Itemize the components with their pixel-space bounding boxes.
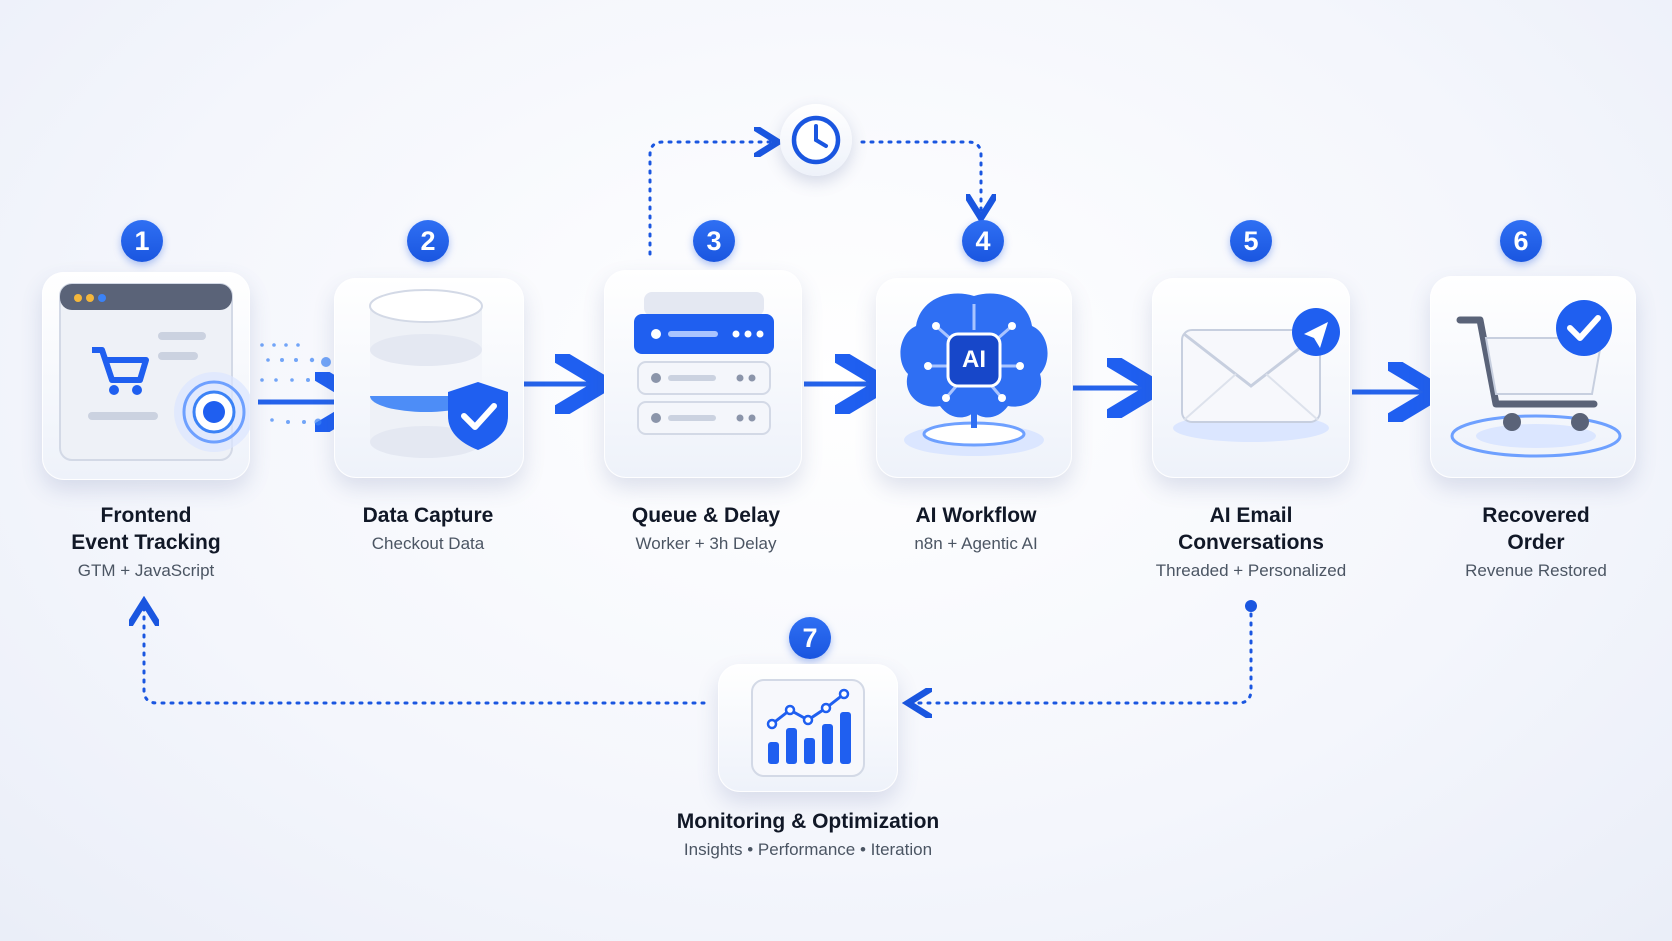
browser-cart-target-icon xyxy=(59,283,250,461)
step-5-subtitle: Threaded + Personalized xyxy=(1155,561,1347,580)
step-4-label: AI Workflow n8n + Agentic AI xyxy=(866,502,1086,555)
step-1-subtitle: GTM + JavaScript xyxy=(77,561,215,580)
step-3-badge: 3 xyxy=(693,220,735,262)
step-7-subtitle: Insights • Performance • Iteration xyxy=(683,840,933,859)
signal-dots xyxy=(260,343,331,426)
step-1-title-line2: Event Tracking xyxy=(71,531,221,554)
step-5-title-line1: AI Email xyxy=(1209,504,1293,527)
step-4-subtitle: n8n + Agentic AI xyxy=(914,534,1038,553)
clock-icon xyxy=(791,115,841,165)
server-queue-icon xyxy=(634,292,774,435)
step-7-label: Monitoring & Optimization Insights • Per… xyxy=(628,808,988,861)
ai-chip-label: AI xyxy=(962,346,986,373)
step-7-title: Monitoring & Optimization xyxy=(676,810,940,833)
step-1-card xyxy=(42,272,250,480)
step-6-title-line1: Recovered xyxy=(1482,504,1590,527)
step-2-label: Data Capture Checkout Data xyxy=(322,502,534,555)
step-5-card xyxy=(1152,278,1350,478)
step-6-label: Recovered Order Revenue Restored xyxy=(1424,502,1648,582)
step-6-subtitle: Revenue Restored xyxy=(1465,561,1607,580)
step-1-badge: 1 xyxy=(121,220,163,262)
step-6-title-line2: Order xyxy=(1507,531,1565,554)
step-6-card xyxy=(1430,276,1636,478)
step-4-title: AI Workflow xyxy=(915,504,1037,527)
feedback-origin-dot xyxy=(1245,600,1257,612)
step-5-label: AI Email Conversations Threaded + Person… xyxy=(1136,502,1366,582)
database-shield-icon xyxy=(369,289,508,458)
step-2-subtitle: Checkout Data xyxy=(371,534,485,553)
step-1-title-line1: Frontend xyxy=(100,504,192,527)
step-7-badge: 7 xyxy=(789,617,831,659)
step-7-card xyxy=(718,664,898,792)
step-2-badge: 2 xyxy=(407,220,449,262)
delay-clock xyxy=(780,104,852,176)
feedback-loop-left xyxy=(144,608,706,705)
delay-loop-left xyxy=(648,142,772,256)
step-5-title-line2: Conversations xyxy=(1178,531,1324,554)
delay-loop-right xyxy=(860,140,981,212)
step-2-title: Data Capture xyxy=(362,504,494,527)
cart-check-icon xyxy=(1450,300,1622,458)
step-5-badge: 5 xyxy=(1230,220,1272,262)
step-2-card xyxy=(334,278,524,478)
envelope-send-icon xyxy=(1173,308,1340,442)
step-3-title: Queue & Delay xyxy=(631,504,781,527)
step-4-card: AI xyxy=(876,278,1072,478)
ai-brain-icon xyxy=(900,293,1048,456)
step-4-badge: 4 xyxy=(962,220,1004,262)
step-3-label: Queue & Delay Worker + 3h Delay xyxy=(596,502,816,555)
step-6-badge: 6 xyxy=(1500,220,1542,262)
analytics-chart-icon xyxy=(751,679,865,777)
step-3-card xyxy=(604,270,802,478)
step-1-label: Frontend Event Tracking GTM + JavaScript xyxy=(42,502,250,582)
step-3-subtitle: Worker + 3h Delay xyxy=(635,534,777,553)
feedback-loop-right xyxy=(914,612,1253,703)
